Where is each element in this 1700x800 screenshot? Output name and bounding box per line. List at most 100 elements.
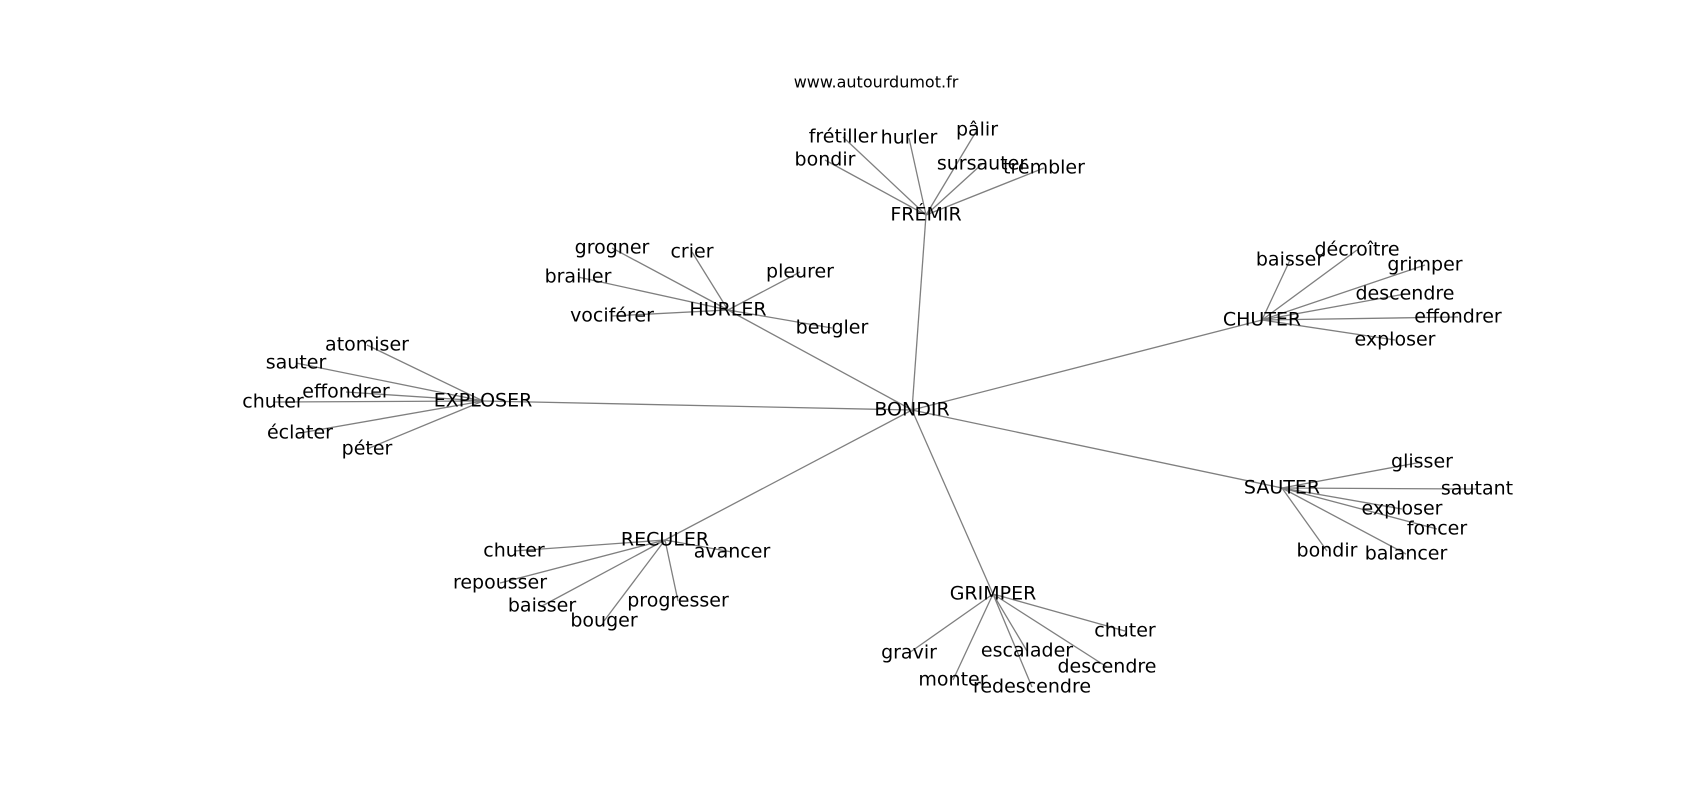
- edge-fremir-2: [908, 137, 927, 216]
- edge-reculer-5: [603, 539, 666, 622]
- edge-chuter-0: [1261, 259, 1291, 321]
- node-word-chuter-0[interactable]: baisser: [1256, 249, 1324, 271]
- node-word-chuter-1[interactable]: décroître: [1314, 239, 1399, 261]
- edge-center-sauter: [911, 409, 1283, 489]
- node-word-chuter-5[interactable]: exploser: [1355, 329, 1436, 351]
- node-word-exploser-4[interactable]: éclater: [267, 422, 333, 444]
- edge-chuter-2: [1261, 264, 1426, 321]
- node-word-fremir-1[interactable]: frétiller: [809, 126, 878, 148]
- edge-hurler-1: [691, 251, 729, 311]
- edge-hurler-2: [577, 276, 729, 311]
- node-word-hurler-2[interactable]: brailler: [545, 266, 612, 288]
- node-word-hurler-3[interactable]: pleurer: [766, 261, 834, 283]
- node-word-fremir-2[interactable]: hurler: [881, 127, 938, 149]
- edge-center-fremir: [911, 214, 927, 411]
- edge-hurler-0: [611, 247, 729, 311]
- edge-chuter-5: [1261, 319, 1396, 341]
- node-word-hurler-1[interactable]: crier: [670, 241, 713, 263]
- edge-center-exploser: [482, 400, 913, 411]
- edge-reculer-4: [541, 539, 666, 607]
- node-word-sauter-2[interactable]: exploser: [1362, 498, 1443, 520]
- edge-chuter-4: [1261, 316, 1459, 321]
- node-word-reculer-3[interactable]: progresser: [627, 590, 729, 612]
- edge-grimper-1: [908, 593, 994, 654]
- node-word-reculer-2[interactable]: repousser: [453, 572, 547, 594]
- node-word-exploser-2[interactable]: effondrer: [302, 381, 390, 403]
- edge-fremir-0: [824, 159, 927, 216]
- node-word-chuter-4[interactable]: effondrer: [1414, 306, 1502, 328]
- node-word-reculer-5[interactable]: bouger: [570, 610, 637, 632]
- edge-center-grimper: [911, 409, 994, 595]
- edges-layer: [272, 129, 1478, 688]
- edge-fremir-1: [842, 136, 927, 216]
- edge-sauter-3: [1281, 487, 1438, 530]
- edge-fremir-4: [925, 163, 983, 216]
- node-center-bondir[interactable]: BONDIR: [874, 399, 949, 421]
- node-word-sauter-0[interactable]: glisser: [1391, 451, 1453, 473]
- node-word-sauter-3[interactable]: foncer: [1407, 518, 1467, 540]
- node-word-chuter-2[interactable]: grimper: [1387, 254, 1462, 276]
- node-word-exploser-5[interactable]: péter: [342, 438, 393, 460]
- node-word-sauter-5[interactable]: balancer: [1365, 543, 1448, 565]
- edge-grimper-3: [992, 593, 1108, 668]
- edge-fremir-3: [925, 129, 978, 216]
- edge-chuter-3: [1261, 293, 1406, 321]
- edge-exploser-0: [366, 344, 484, 402]
- node-hub-reculer[interactable]: RECULER: [621, 529, 709, 551]
- node-word-hurler-0[interactable]: grogner: [575, 237, 650, 259]
- node-word-reculer-1[interactable]: avancer: [694, 541, 771, 563]
- node-hub-sauter[interactable]: SAUTER: [1244, 477, 1320, 499]
- node-word-exploser-3[interactable]: chuter: [242, 391, 304, 413]
- node-word-hurler-4[interactable]: vociférer: [570, 305, 654, 327]
- node-word-reculer-0[interactable]: chuter: [483, 540, 545, 562]
- node-hub-hurler[interactable]: HURLER: [689, 299, 766, 321]
- node-word-fremir-4[interactable]: sursauter: [937, 153, 1027, 175]
- edge-hurler-3: [727, 271, 801, 311]
- edge-reculer-0: [513, 539, 666, 552]
- node-word-fremir-0[interactable]: bondir: [795, 149, 856, 171]
- node-word-grimper-0[interactable]: chuter: [1094, 620, 1156, 642]
- node-word-chuter-3[interactable]: descendre: [1356, 283, 1455, 305]
- edge-sauter-5: [1281, 487, 1407, 555]
- edge-hurler-4: [611, 309, 729, 317]
- node-word-grimper-1[interactable]: gravir: [881, 642, 937, 664]
- edge-exploser-3: [272, 400, 484, 403]
- edge-sauter-0: [1281, 461, 1423, 489]
- edge-fremir-5: [925, 167, 1045, 216]
- edge-exploser-4: [299, 400, 484, 434]
- edge-center-reculer: [664, 409, 913, 541]
- node-hub-fremir[interactable]: FRÉMIR: [890, 203, 961, 226]
- edge-grimper-5: [992, 593, 1033, 688]
- node-hub-chuter[interactable]: CHUTER: [1223, 309, 1301, 331]
- edge-sauter-1: [1281, 487, 1478, 490]
- node-word-grimper-4[interactable]: monter: [918, 669, 987, 691]
- edge-center-hurler: [727, 309, 913, 411]
- edge-reculer-1: [664, 539, 733, 553]
- node-hub-exploser[interactable]: EXPLOSER: [434, 390, 533, 412]
- node-word-exploser-1[interactable]: sauter: [266, 352, 327, 374]
- node-word-fremir-3[interactable]: pâlir: [956, 119, 998, 141]
- edge-grimper-2: [992, 593, 1028, 652]
- edge-chuter-1: [1261, 249, 1358, 321]
- site-credit: www.autourdumot.fr: [794, 73, 959, 92]
- edge-reculer-3: [664, 539, 679, 602]
- edge-center-chuter: [911, 319, 1263, 411]
- node-word-sauter-1[interactable]: sautant: [1441, 478, 1513, 500]
- edge-grimper-0: [992, 593, 1126, 632]
- node-word-fremir-5[interactable]: trembler: [1003, 157, 1085, 179]
- edge-exploser-1: [295, 362, 484, 402]
- edge-hurler-5: [727, 309, 833, 329]
- node-word-grimper-3[interactable]: descendre: [1058, 656, 1157, 678]
- edge-reculer-2: [499, 539, 666, 584]
- node-word-exploser-0[interactable]: atomiser: [325, 334, 409, 356]
- node-word-reculer-4[interactable]: baisser: [508, 595, 576, 617]
- node-word-sauter-4[interactable]: bondir: [1297, 540, 1358, 562]
- node-hub-grimper[interactable]: GRIMPER: [950, 583, 1037, 605]
- node-word-hurler-5[interactable]: beugler: [796, 317, 869, 339]
- edge-exploser-5: [366, 400, 484, 450]
- edge-sauter-2: [1281, 487, 1403, 510]
- node-word-grimper-5[interactable]: redescendre: [973, 676, 1091, 698]
- node-word-grimper-2[interactable]: escalader: [981, 640, 1073, 662]
